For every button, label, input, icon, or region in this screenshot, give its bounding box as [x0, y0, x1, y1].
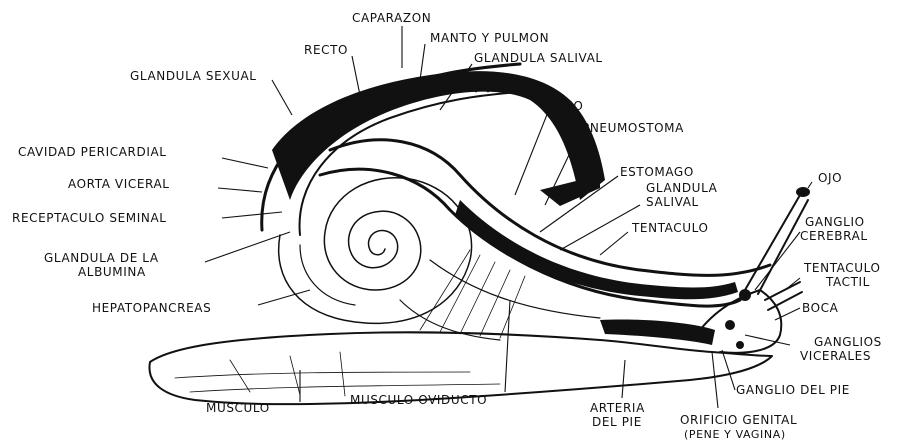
label-glandula-albumina-2: ALBUMINA	[78, 265, 146, 279]
label-ganglio-cerebral-1: GANGLIO	[805, 215, 865, 229]
label-tentaculo: TENTACULO	[631, 221, 709, 235]
label-glandula-sexual: GLANDULA SEXUAL	[130, 69, 257, 83]
label-glandula-salival-top: GLANDULA SALIVAL	[474, 51, 603, 65]
label-glandula-albumina-1: GLANDULA DE LA	[44, 251, 159, 265]
label-ganglio-pie: GANGLIO DEL PIE	[736, 383, 850, 397]
label-arteria-pie-1: ARTERIA	[590, 401, 645, 415]
label-hepatopancreas: HEPATOPANCREAS	[92, 301, 211, 315]
label-ganglios-viscerales-2: VICERALES	[800, 349, 871, 363]
label-boca: BOCA	[802, 301, 839, 315]
label-manto-pulmon: MANTO Y PULMON	[430, 31, 549, 45]
label-ganglios-viscerales-1: GANGLIOS	[814, 335, 882, 349]
label-glandula-salival-mid-1: GLANDULA	[646, 181, 718, 195]
label-musculo: MUSCULO	[206, 401, 270, 415]
label-receptaculo-seminal: RECEPTACULO SEMINAL	[12, 211, 167, 225]
label-tentaculo-tactil-2: TACTIL	[825, 275, 870, 289]
label-ojo: OJO	[818, 171, 842, 185]
label-aorta-visceral: AORTA VICERAL	[68, 177, 170, 191]
label-recto: RECTO	[304, 43, 348, 57]
label-caparazon: CAPARAZON	[352, 11, 431, 25]
label-glandula-salival-mid-2: SALIVAL	[646, 195, 699, 209]
label-orificio-genital-1: ORIFICIO GENITAL	[680, 413, 797, 427]
label-ano: ANO	[555, 99, 583, 113]
label-tentaculo-tactil-1: TENTACULO	[803, 261, 881, 275]
label-arteria-pie-2: DEL PIE	[592, 415, 642, 429]
eye-icon	[796, 187, 810, 197]
label-cavidad-pericardial: CAVIDAD PERICARDIAL	[18, 145, 167, 159]
label-orificio-genital-2: (PENE Y VAGINA)	[684, 428, 786, 441]
label-ganglio-cerebral-2: CEREBRAL	[800, 229, 868, 243]
label-musculo-oviducto: MUSCULO OVIDUCTO	[350, 393, 487, 407]
label-estomago: ESTOMAGO	[620, 165, 694, 179]
label-pneumostoma: PNEUMOSTOMA	[582, 121, 684, 135]
